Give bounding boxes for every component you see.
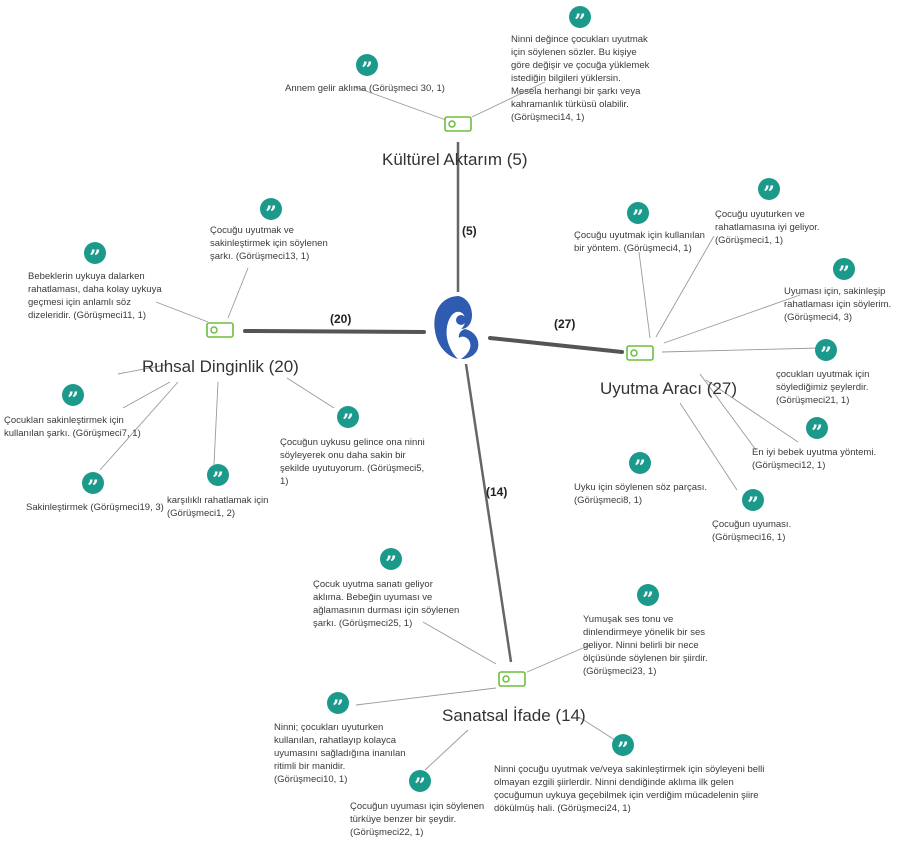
quote-text: Ninni değince çocukları uyutmak için söy… <box>511 34 650 123</box>
quote-text: Çocuk uyutma sanatı geliyor aklıma. Bebe… <box>313 579 460 629</box>
quote-icon: ” <box>742 489 764 511</box>
quote-icon: ” <box>569 6 591 28</box>
quote-icon: ” <box>758 178 780 200</box>
quote-text: Çocuğu uyuturken ve rahatlamasına iyi ge… <box>715 209 820 246</box>
quote-icon: ” <box>337 406 359 428</box>
quote-icon: ” <box>637 584 659 606</box>
code-tag-icon <box>206 322 234 338</box>
quote-icon: ” <box>356 54 378 76</box>
quote-text: Çocuğun uyuması için söylenen türküye be… <box>350 801 485 838</box>
quote-icon: ” <box>327 692 349 714</box>
quote-text: Çocuğu uyutmak için kullanılan bir yönte… <box>574 230 705 254</box>
quote-icon: ” <box>612 734 634 756</box>
quote-text: Ninni çocuğu uyutmak ve/veya sakinleştir… <box>494 764 765 814</box>
code-tag-icon <box>498 671 526 687</box>
quote-text: Annem gelir aklıma (Görüşmeci 30, 1) <box>285 83 445 94</box>
edge-label-uyutma: (27) <box>554 317 576 331</box>
quote-text: Yumuşak ses tonu ve dinlendirmeye yöneli… <box>583 614 708 677</box>
edge-sanatsal <box>464 363 513 663</box>
quote-icon: ” <box>82 472 104 494</box>
quote-icon: ” <box>84 242 106 264</box>
category-uyutma-araci: Uyutma Aracı (27) <box>600 379 737 398</box>
quote-text: Sakinleştirmek (Görüşmeci19, 3) <box>26 502 164 513</box>
mother-and-baby-icon <box>428 293 490 361</box>
code-tag-icon <box>444 116 472 132</box>
category-sanatsal-ifade: Sanatsal İfade (14) <box>442 706 586 725</box>
quote-text: Uyuması için, sakinleşip rahatlaması içi… <box>784 286 892 323</box>
quote-icon: ” <box>207 464 229 486</box>
quote-text: Uyku için söylenen söz parçası. (Görüşme… <box>574 482 708 506</box>
quote-icon: ” <box>806 417 828 439</box>
quote-text: En iyi bebek uyutma yöntemi. (Görüşmeci1… <box>752 447 877 471</box>
edge-label-sanatsal: (14) <box>486 485 508 499</box>
edge-label-kulturel: (5) <box>462 224 477 238</box>
quote-icon: ” <box>627 202 649 224</box>
quote-icon: ” <box>629 452 651 474</box>
quote-text: çocukları uyutmak için söylediğimiz şeyl… <box>776 369 870 406</box>
edge-ruhsal <box>243 329 426 334</box>
category-ruhsal-dinginlik: Ruhsal Dinginlik (20) <box>142 357 299 376</box>
quote-text: Çocuğu uyutmak ve sakinleştirmek için sö… <box>210 225 328 262</box>
edge-label-ruhsal: (20) <box>330 312 352 326</box>
quote-icon: ” <box>833 258 855 280</box>
quote-icon: ” <box>815 339 837 361</box>
quote-text: Ninni; çocukları uyuturken kullanılan, r… <box>274 722 406 785</box>
quote-text: karşılıklı rahatlamak için (Görüşmeci1, … <box>167 495 269 519</box>
quote-text: Bebeklerin uykuya dalarken rahatlaması, … <box>28 271 162 321</box>
quote-icon: ” <box>380 548 402 570</box>
quote-icon: ” <box>62 384 84 406</box>
quote-icon: ” <box>260 198 282 220</box>
category-kulturel-aktarim: Kültürel Aktarım (5) <box>382 150 528 169</box>
quote-icon: ” <box>409 770 431 792</box>
quote-text: Çocuğun uykusu gelince ona ninni söyleye… <box>280 437 425 487</box>
edge-uyutma <box>488 336 624 354</box>
quote-text: Çocuğun uyuması. (Görüşmeci16, 1) <box>712 519 792 543</box>
code-tag-icon <box>626 345 654 361</box>
quote-text: Çocukları sakinleştirmek için kullanılan… <box>4 415 141 439</box>
